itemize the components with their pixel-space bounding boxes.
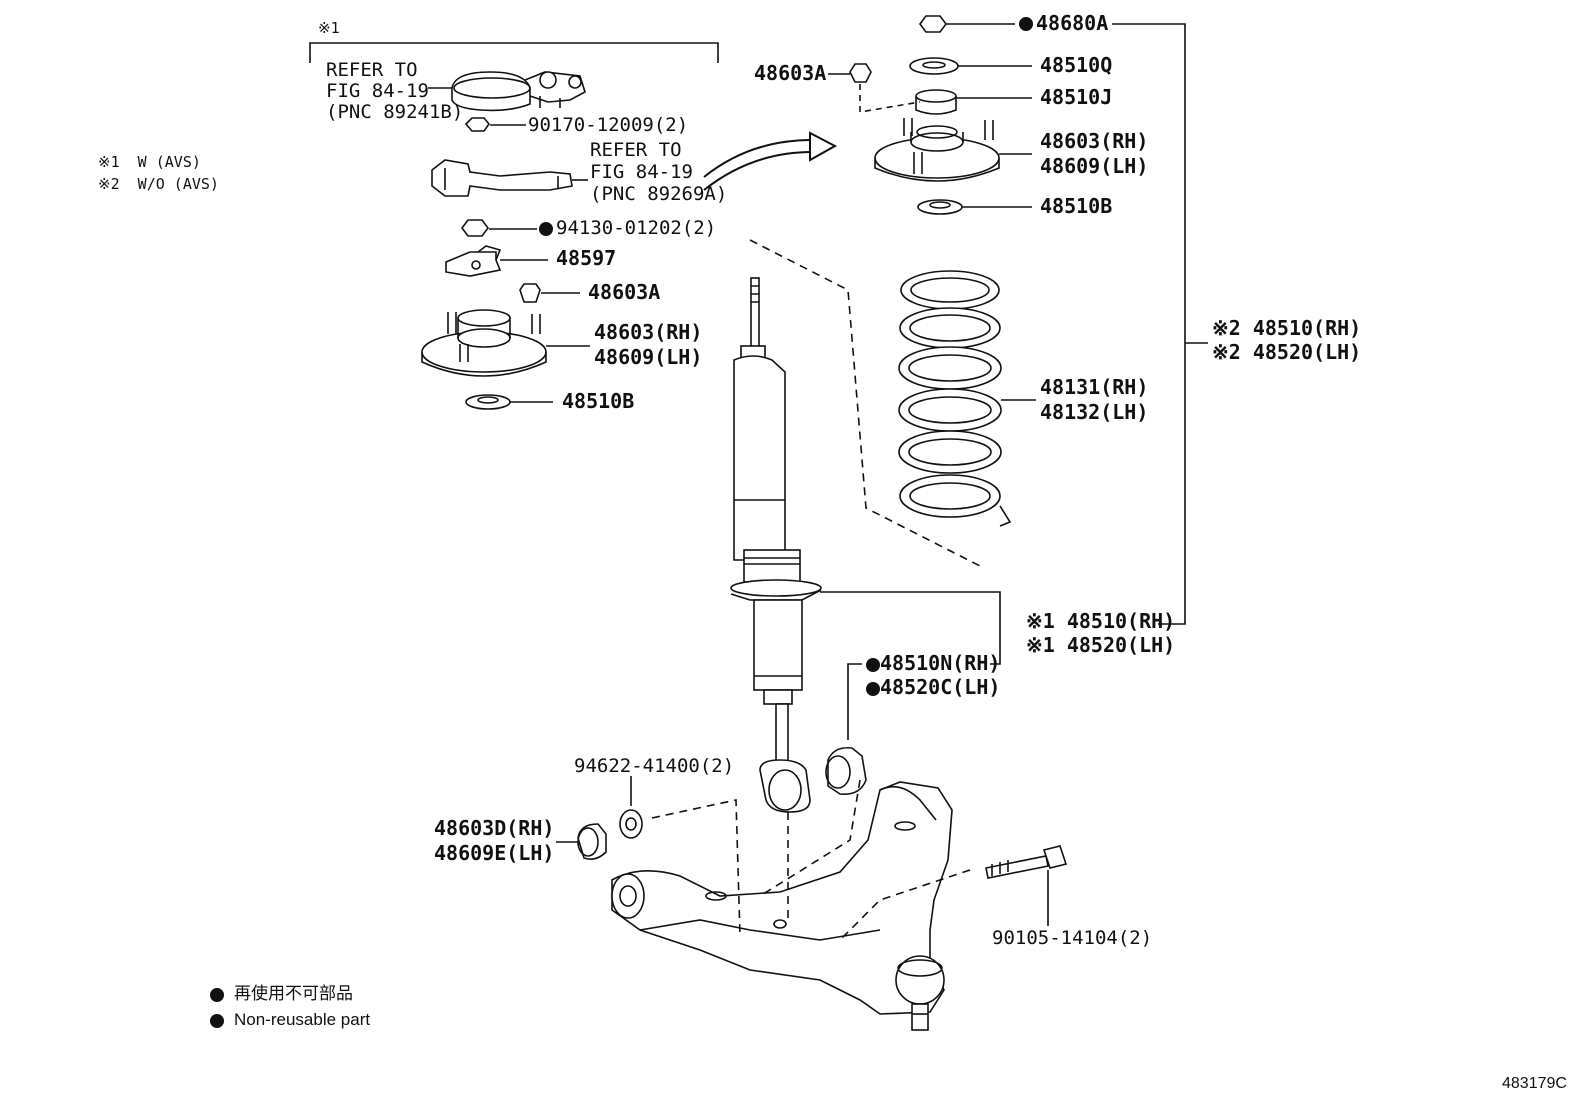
part-48609-left-label: 48609(LH): [594, 345, 703, 369]
note-w-avs: ※1 W (AVS): [98, 153, 201, 171]
w-avs-group-bracket: [309, 42, 719, 63]
non-reusable-dot-48520c: [866, 682, 880, 696]
legend-dot-jp: [210, 988, 224, 1002]
part-48609-right-label: 48609(LH): [1040, 154, 1149, 178]
washer-94622: [619, 776, 643, 839]
refer-label-89269a-line1: REFER TO: [590, 139, 682, 161]
upper-support-left: [421, 309, 590, 377]
w-o-avs-bracket: [1112, 23, 1186, 625]
bushing-48603D: [556, 823, 607, 860]
refer-label-89269a-line2: FIG 84-19: [590, 161, 693, 183]
part-48520-w-o-avs-label: ※2 48520(LH): [1212, 340, 1362, 364]
part-90105-label: 90105-14104(2): [992, 927, 1153, 949]
part-48510-w-o-avs-label: ※2 48510(RH): [1212, 316, 1362, 340]
part-48603a-left-label: 48603A: [588, 280, 661, 304]
coil-spring: [898, 270, 1036, 527]
nut-94130: [461, 219, 537, 237]
part-48510-w-avs-label: ※1 48510(RH): [1026, 609, 1176, 633]
bolt-90105: [985, 845, 1068, 926]
bushing-48510N: [825, 663, 867, 796]
part-48131-label: 48131(RH): [1040, 375, 1149, 399]
part-48520c-label: 48520C(LH): [880, 675, 1001, 699]
nut-48603A-right: [828, 63, 872, 83]
avs-control-unit: [428, 71, 586, 112]
refer-label-89241b-line2: FIG 84-19: [326, 80, 429, 102]
group-marker-w-avs: ※1: [318, 19, 340, 37]
part-48603-right-label: 48603(RH): [1040, 129, 1149, 153]
part-48680a-label: 48680A: [1036, 11, 1109, 35]
refer-arrow: [703, 131, 838, 191]
note-w-o-avs: ※2 W/O (AVS): [98, 175, 219, 193]
refer-label-89241b-line1: REFER TO: [326, 59, 418, 81]
part-94622-label: 94622-41400(2): [574, 755, 735, 777]
legend-dot-en: [210, 1014, 224, 1028]
shock-absorber: [730, 277, 1001, 813]
upper-support-right: [874, 118, 1032, 182]
non-reusable-dot-48510n: [866, 658, 880, 672]
bushing-48510J: [915, 89, 1032, 115]
part-48603d-label: 48603D(RH): [434, 816, 555, 840]
lower-arm: [611, 781, 953, 1031]
part-94130-label: 94130-01202(2): [556, 217, 717, 239]
nut-48680A: [919, 15, 1015, 33]
refer-label-89241b-line3: (PNC 89241B): [326, 101, 464, 123]
part-48510n-label: 48510N(RH): [880, 651, 1001, 675]
nut-48603A-left: [519, 283, 580, 303]
part-48520-w-avs-label: ※1 48520(LH): [1026, 633, 1176, 657]
part-48510q-label: 48510Q: [1040, 53, 1113, 77]
part-48609e-label: 48609E(LH): [434, 841, 555, 865]
part-90170-label: 90170-12009(2): [528, 114, 689, 136]
non-reusable-dot-48680a: [1019, 17, 1033, 31]
part-48510b-left-label: 48510B: [562, 389, 635, 413]
part-48510j-label: 48510J: [1040, 85, 1113, 109]
part-48603a-right-label: 48603A: [754, 61, 827, 85]
lower-seat-48510B-right: [917, 199, 1032, 215]
nut-90170: [464, 117, 526, 132]
lower-seat-48510B-left: [465, 394, 553, 410]
bracket-48597: [445, 245, 548, 277]
refer-label-89269a-line3: (PNC 89269A): [590, 183, 728, 205]
part-48510b-right-label: 48510B: [1040, 194, 1113, 218]
part-48603-left-label: 48603(RH): [594, 320, 703, 344]
legend-text-jp: 再使用不可部品: [234, 984, 353, 1003]
non-reusable-dot-94130: [539, 222, 553, 236]
part-48597-label: 48597: [556, 246, 617, 270]
figure-id: 483179C: [1502, 1075, 1567, 1092]
washer-48510Q: [909, 57, 1032, 75]
part-48132-label: 48132(LH): [1040, 400, 1149, 424]
legend-text-en: Non-reusable part: [234, 1010, 371, 1029]
avs-bracket: [431, 159, 588, 197]
